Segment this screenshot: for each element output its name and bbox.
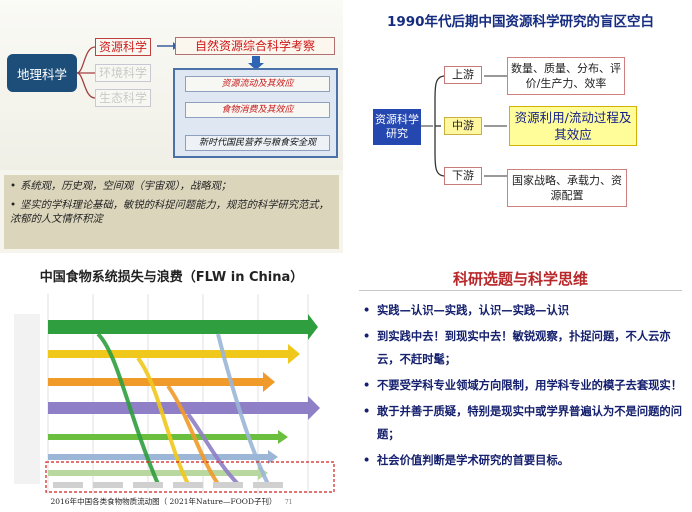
principle-item: •系统观，历史观，空间观（宇宙观），战略观； [10, 180, 232, 192]
list-item: •实践—认识—实践，认识—实践—认识 [363, 304, 570, 317]
page-number: 71 [284, 499, 293, 506]
slide-geography: 地理科学 资源科学 环境科学 生态科学 自然资源综合科学考察 资源流动及其效应 … [0, 0, 343, 253]
slide-research-gap: 1990年代后期中国资源科学研究的盲区空白 资源科学研究 上游 中游 下游 数量… [349, 0, 692, 253]
bracket-lines [421, 75, 507, 177]
principle-item: •坚实的学科理论基础，敏锐的科捉问题能力，规范的科学研究范式，浓郁的人文情怀积淀 [10, 199, 329, 225]
resource-science-research-box: 资源科学研究 [373, 109, 421, 145]
natural-resource-survey-box: 自然资源综合科学考察 [175, 37, 335, 55]
stage-midstream: 中游 [444, 117, 482, 135]
downstream-info-box: 国家战略、承载力、资源配置 [507, 169, 627, 207]
list-item: •社会价值判断是学术研究的首要目标。 [363, 454, 570, 467]
resource-science-label: 资源科学 [95, 38, 152, 56]
environment-science-label: 环境科学 [95, 64, 152, 82]
slide-research-topic: 科研选题与科学思维 •实践—认识—实践，认识—实践—认识 •到实践中去！到现实中… [349, 259, 692, 512]
stage-downstream: 下游 [444, 167, 482, 185]
slide-title: 1990年代后期中国资源科学研究的盲区空白 [386, 14, 655, 30]
ecology-science-label: 生态科学 [95, 89, 152, 107]
midstream-info-box: 资源利用/流动过程及其效应 [509, 106, 637, 146]
principles-bullet-box: •系统观，历史观，空间观（宇宙观），战略观； •坚实的学科理论基础，敏锐的科捉问… [4, 175, 339, 249]
slide-food-loss-waste: 中国食物系统损失与浪费（FLW in China） [0, 259, 343, 512]
flow-item-food-consumption: 食物消费及其效应 [185, 102, 330, 118]
list-item: •不要受学科专业领域方向限制，用学科专业的模子去套现实！ [363, 379, 683, 392]
research-flow-frame: 资源流动及其效应 食物消费及其效应 新时代国民营养与粮食安全观 [173, 68, 338, 158]
upstream-info-box: 数量、质量、分布、评价/生产力、效率 [507, 57, 625, 95]
thinking-points-list: •实践—认识—实践，认识—实践—认识 •到实践中去！到现实中去！敏锐观察，扑捉问… [363, 299, 685, 475]
slide-title: 科研选题与科学思维 [452, 270, 588, 288]
flow-item-nutrition-security: 新时代国民营养与粮食安全观 [185, 135, 330, 151]
title-divider [359, 290, 682, 291]
flow-item-resource-flow: 资源流动及其效应 [185, 76, 330, 92]
slide-title: 中国食物系统损失与浪费（FLW in China） [39, 270, 304, 285]
list-item: •敢于并善于质疑，特别是现实中或学界普遍认为不是问题的问题； [363, 405, 683, 441]
diagram-caption: 2016年中国各类食物物质流动图（ 2021年Nature—FOOD子刊） 71 [50, 497, 293, 506]
list-item: •到实践中去！到现实中去！敏锐观察，扑捉问题，不人云亦云，不赶时髦； [363, 330, 671, 366]
food-flow-sankey-diagram [8, 294, 336, 494]
stage-upstream: 上游 [444, 66, 482, 84]
geography-science-box: 地理科学 [7, 54, 77, 92]
